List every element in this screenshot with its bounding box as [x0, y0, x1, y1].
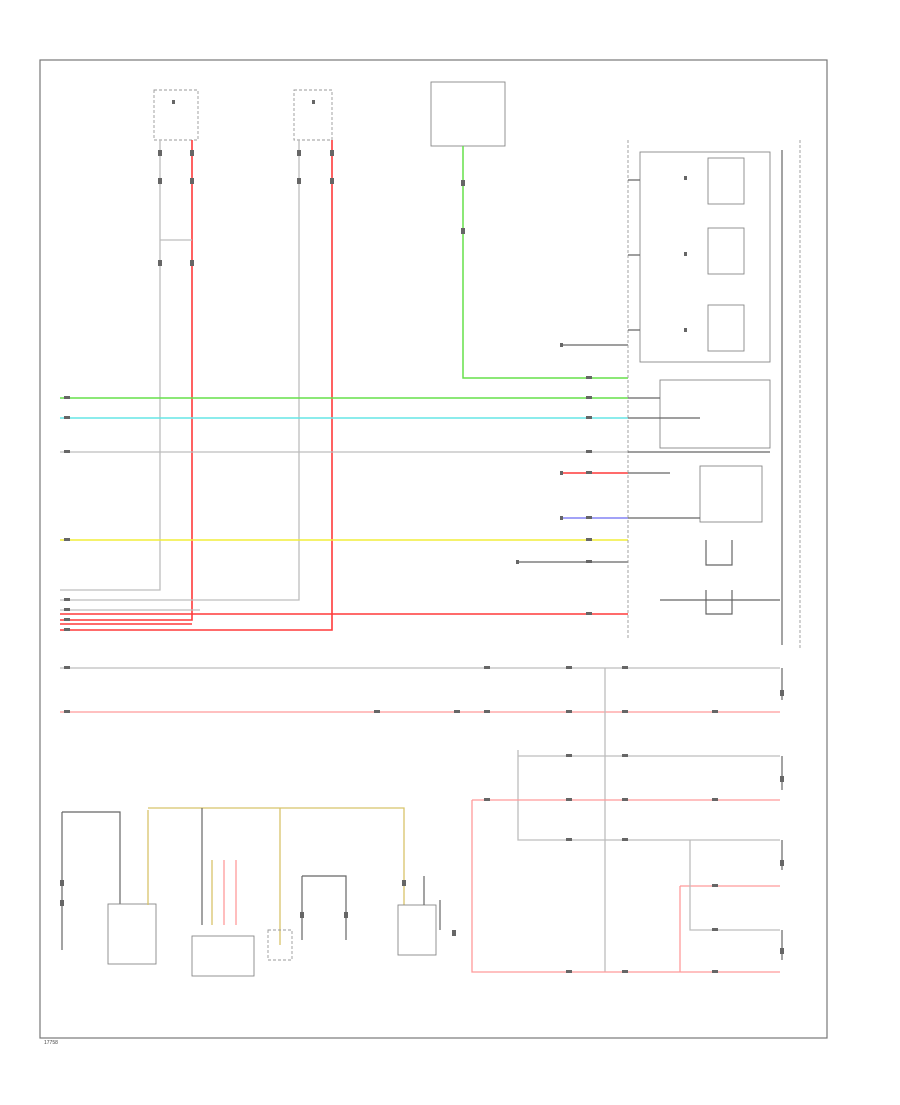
top-middle-switch — [293, 89, 333, 141]
bus-right-markers — [516, 343, 592, 615]
wire-gray-mid-vertical — [60, 140, 300, 601]
wire-gray-left-vertical — [60, 140, 161, 591]
wire-red-mid-vertical — [60, 140, 333, 631]
diagram-id-code: 17758 — [44, 1040, 58, 1046]
bus-left-markers — [64, 396, 70, 713]
top-right-sensor — [430, 81, 506, 147]
control-module — [627, 140, 801, 648]
top-left-switch — [153, 89, 199, 141]
wire-green-sensor — [462, 146, 628, 379]
vertical-connector-marks — [158, 150, 465, 266]
diagram-frame — [39, 59, 828, 1039]
wire-red-left-vertical — [60, 140, 193, 621]
bottom-left-components — [60, 807, 456, 977]
lower-right-circuit — [374, 666, 784, 973]
